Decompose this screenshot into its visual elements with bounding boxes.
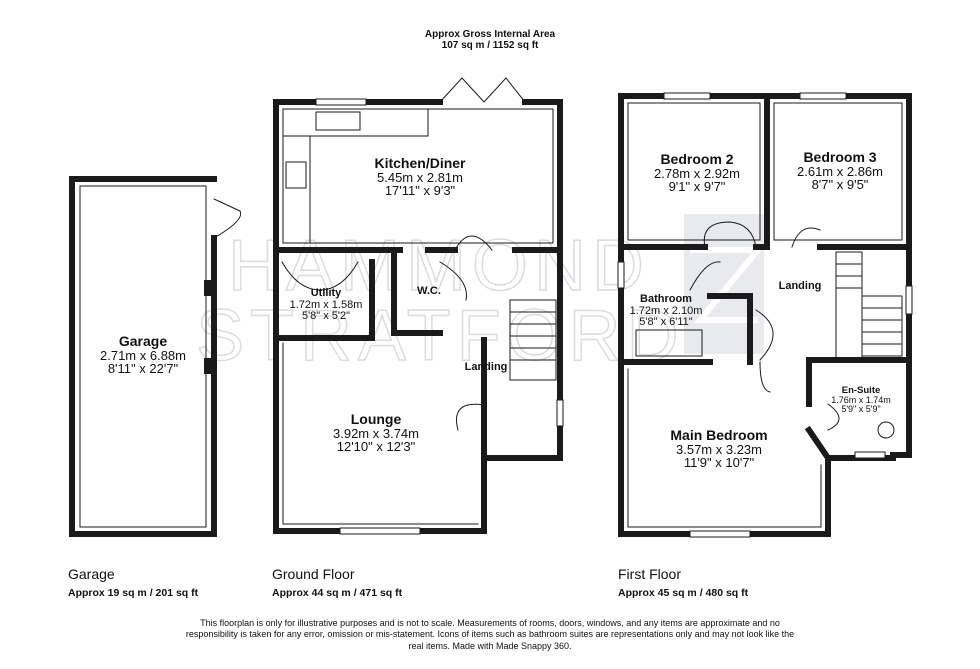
- room-name: W.C.: [417, 285, 441, 297]
- room-name: Landing: [464, 361, 508, 373]
- room-name: Bedroom 2: [660, 151, 734, 167]
- room-imperial: 8'11" x 22'7": [107, 361, 179, 377]
- room-garage: Garage 2.71m x 6.88m 8'11" x 22'7": [72, 334, 214, 376]
- floor-area-ground: Approx 44 sq m / 471 sq ft: [272, 587, 403, 599]
- floor-area-garage: Approx 19 sq m / 201 sq ft: [68, 587, 199, 599]
- room-name: Landing: [778, 280, 822, 292]
- room-lounge: Lounge 3.92m x 3.74m 12'10" x 12'3": [296, 412, 456, 454]
- stairs-first: [835, 251, 903, 361]
- room-imperial: 5'9" x 5'9": [841, 404, 881, 415]
- room-landing-ground: Landing: [458, 361, 514, 374]
- watermark-line1: HAMMOND: [228, 226, 650, 306]
- lounge-window: [339, 527, 421, 535]
- ground-floor-walls: [273, 99, 563, 534]
- room-imperial: 8'7" x 9'5": [811, 177, 869, 193]
- room-name: Lounge: [350, 411, 402, 427]
- room-metric: 5.45m x 2.81m: [377, 169, 463, 185]
- door-swing-bed2: [703, 221, 757, 248]
- first-floor-inner-line: [627, 102, 903, 528]
- room-name: En-Suite: [841, 385, 881, 396]
- floor-label-ground: Ground Floor: [272, 566, 355, 582]
- room-bedroom3: Bedroom 3 2.61m x 2.86m 8'7" x 9'5": [775, 150, 905, 192]
- garage-walls-thin: [79, 185, 207, 528]
- bath-icon: [635, 329, 703, 357]
- bath-window: [617, 261, 625, 289]
- room-metric: 2.61m x 2.86m: [797, 163, 883, 179]
- room-wc: W.C.: [404, 285, 454, 298]
- door-swing-ensuite: [827, 403, 840, 431]
- sink-icon: [315, 111, 361, 131]
- door-swing-cupboard: [755, 309, 774, 361]
- room-metric: 1.72m x 2.10m: [629, 304, 703, 317]
- room-landing-first: Landing: [770, 280, 830, 293]
- room-name: Utility: [310, 287, 342, 299]
- room-main-bedroom: Main Bedroom 3.57m x 3.23m 11'9" x 10'7": [644, 428, 794, 470]
- main-bed-window: [689, 530, 751, 538]
- watermark-logo-mark: [690, 247, 765, 323]
- room-imperial: 5'8" x 5'2": [301, 310, 351, 323]
- stairs-ground: [509, 299, 557, 381]
- floor-area-first: Approx 45 sq m / 480 sq ft: [618, 587, 749, 599]
- room-metric: 3.57m x 3.23m: [676, 441, 762, 457]
- room-ensuite: En-Suite 1.76m x 1.74m 5'9" x 5'9": [818, 386, 904, 415]
- garage-pillar-right2: [204, 358, 212, 374]
- room-imperial: 9'1" x 9'7": [668, 179, 726, 195]
- garage-pillar-top: [140, 176, 154, 182]
- toilet-icon: [877, 421, 895, 439]
- room-imperial: 17'11" x 9'3": [384, 183, 456, 199]
- room-utility: Utility 1.72m x 1.58m 5'8" x 5'2": [282, 287, 370, 323]
- door-swing-main: [759, 361, 771, 393]
- door-swing-bath: [689, 261, 721, 291]
- bed2-window: [663, 92, 711, 100]
- area-header: Approx Gross Internal Area 107 sq m / 11…: [380, 29, 600, 51]
- door-swing-utility: [281, 261, 359, 291]
- door-swing-wc: [439, 261, 467, 301]
- garage-pillar-right: [204, 280, 212, 296]
- hob-icon: [285, 161, 307, 189]
- room-metric: 3.92m x 3.74m: [333, 425, 419, 441]
- area-header-title: Approx Gross Internal Area: [424, 29, 556, 40]
- room-name: Bathroom: [640, 293, 692, 305]
- patio-doors: [439, 77, 526, 103]
- room-imperial: 12'10" x 12'3": [336, 439, 416, 455]
- room-name: Main Bedroom: [670, 427, 768, 443]
- garage-door-swing: [213, 198, 242, 239]
- landing-window: [556, 399, 564, 427]
- room-metric: 1.72m x 1.58m: [289, 298, 363, 311]
- garage-pillar-left: [69, 290, 75, 302]
- landing-first-window: [905, 285, 913, 315]
- floor-label-first: First Floor: [618, 566, 681, 582]
- room-bathroom: Bathroom 1.72m x 2.10m 5'8" x 6'11": [624, 293, 708, 329]
- room-metric: 1.76m x 1.74m: [831, 394, 891, 405]
- garage-walls: [69, 176, 217, 537]
- room-bedroom2: Bedroom 2 2.78m x 2.92m 9'1" x 9'7": [632, 152, 762, 194]
- door-swing-landing: [454, 235, 493, 431]
- disclaimer: This floorplan is only for illustrative …: [185, 618, 795, 651]
- room-imperial: 5'8" x 6'11": [639, 316, 693, 329]
- kitchen-worktop: [282, 108, 429, 244]
- bed3-window: [799, 92, 847, 100]
- ensuite-window: [854, 451, 886, 459]
- room-name: Garage: [118, 333, 168, 349]
- room-metric: 2.71m x 6.88m: [100, 347, 186, 363]
- room-name: Kitchen/Diner: [374, 155, 466, 171]
- room-imperial: 11'9" x 10'7": [683, 455, 755, 471]
- door-swing-bed3: [791, 227, 821, 248]
- kitchen-window: [315, 98, 367, 106]
- room-name: Bedroom 3: [803, 149, 877, 165]
- ground-floor-inner-line: [282, 108, 554, 525]
- floor-label-garage: Garage: [68, 566, 115, 582]
- room-metric: 2.78m x 2.92m: [654, 165, 740, 181]
- area-header-value: 107 sq m / 1152 sq ft: [441, 39, 539, 51]
- room-kitchen: Kitchen/Diner 5.45m x 2.81m 17'11" x 9'3…: [340, 156, 500, 198]
